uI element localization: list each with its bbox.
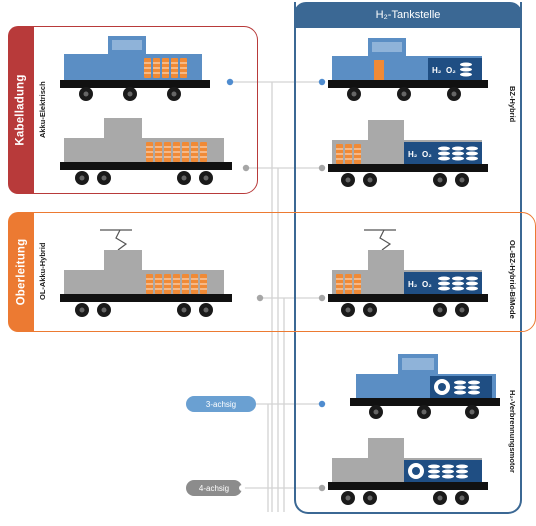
h2-station-title: H₂-Tankstelle bbox=[375, 9, 441, 21]
kabelladung-label: Kabelladung bbox=[15, 74, 27, 146]
label-ol-akku-hybrid: OL-Akku-Hybrid bbox=[38, 242, 47, 300]
loco-ol-akku-hybrid bbox=[60, 229, 232, 317]
h2-station-header: H₂-Tankstelle bbox=[294, 2, 522, 28]
svg-text:H₂: H₂ bbox=[432, 66, 442, 75]
loco-bz-hybrid-4axle: H₂ O₂ bbox=[328, 120, 488, 187]
h2-station-panel bbox=[294, 2, 522, 514]
oberleitung-tab: Oberleitung bbox=[8, 212, 34, 332]
loco-akku-elektrisch bbox=[60, 36, 210, 101]
label-ol-bz-hybrid-bimode: OL-BZ-Hybrid-BiMode bbox=[508, 240, 517, 319]
label-akku-elektrisch: Akku-Elektrisch bbox=[38, 81, 47, 138]
loco-ol-bz-hybrid-bimode: H₂ O₂ bbox=[328, 229, 488, 317]
label-bz-hybrid: BZ-Hybrid bbox=[508, 86, 517, 123]
svg-text:O₂: O₂ bbox=[446, 66, 456, 75]
pill-3-achsig-label: 3-achsig bbox=[205, 399, 237, 409]
oberleitung-label: Oberleitung bbox=[15, 238, 28, 306]
kabelladung-tab: Kabelladung bbox=[8, 26, 34, 194]
pill-4-achsig: 4-achsig bbox=[186, 480, 242, 496]
pill-4-achsig-label: 4-achsig bbox=[198, 483, 230, 493]
loco-bz-hybrid: H₂ O₂ bbox=[328, 38, 488, 101]
loco-h2-verbrennungsmotor bbox=[350, 354, 500, 419]
svg-text:H₂: H₂ bbox=[408, 280, 418, 289]
svg-text:O₂: O₂ bbox=[422, 280, 432, 289]
svg-text:O₂: O₂ bbox=[422, 150, 432, 159]
loco-h2-verbrennungsmotor-4axle bbox=[328, 438, 488, 505]
pill-3-achsig: 3-achsig bbox=[186, 396, 256, 412]
svg-text:H₂: H₂ bbox=[408, 150, 418, 159]
loco-akku-elektrisch-4axle bbox=[60, 118, 232, 185]
